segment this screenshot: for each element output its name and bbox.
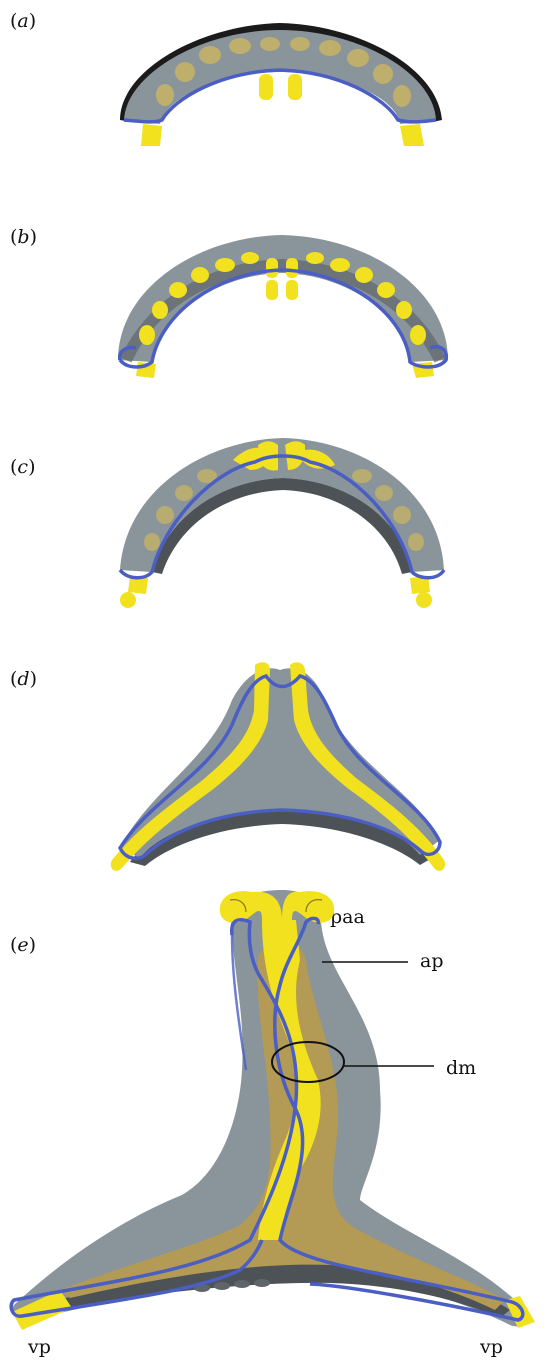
panel-a-embryo [120, 23, 442, 146]
panel-d-embryo [111, 662, 445, 871]
panel-b-embryo [118, 235, 448, 378]
panel-c-embryo [120, 438, 444, 608]
panel-d-body [120, 668, 440, 858]
panel-b-body [118, 235, 448, 362]
panel-e-embryo [11, 890, 535, 1330]
